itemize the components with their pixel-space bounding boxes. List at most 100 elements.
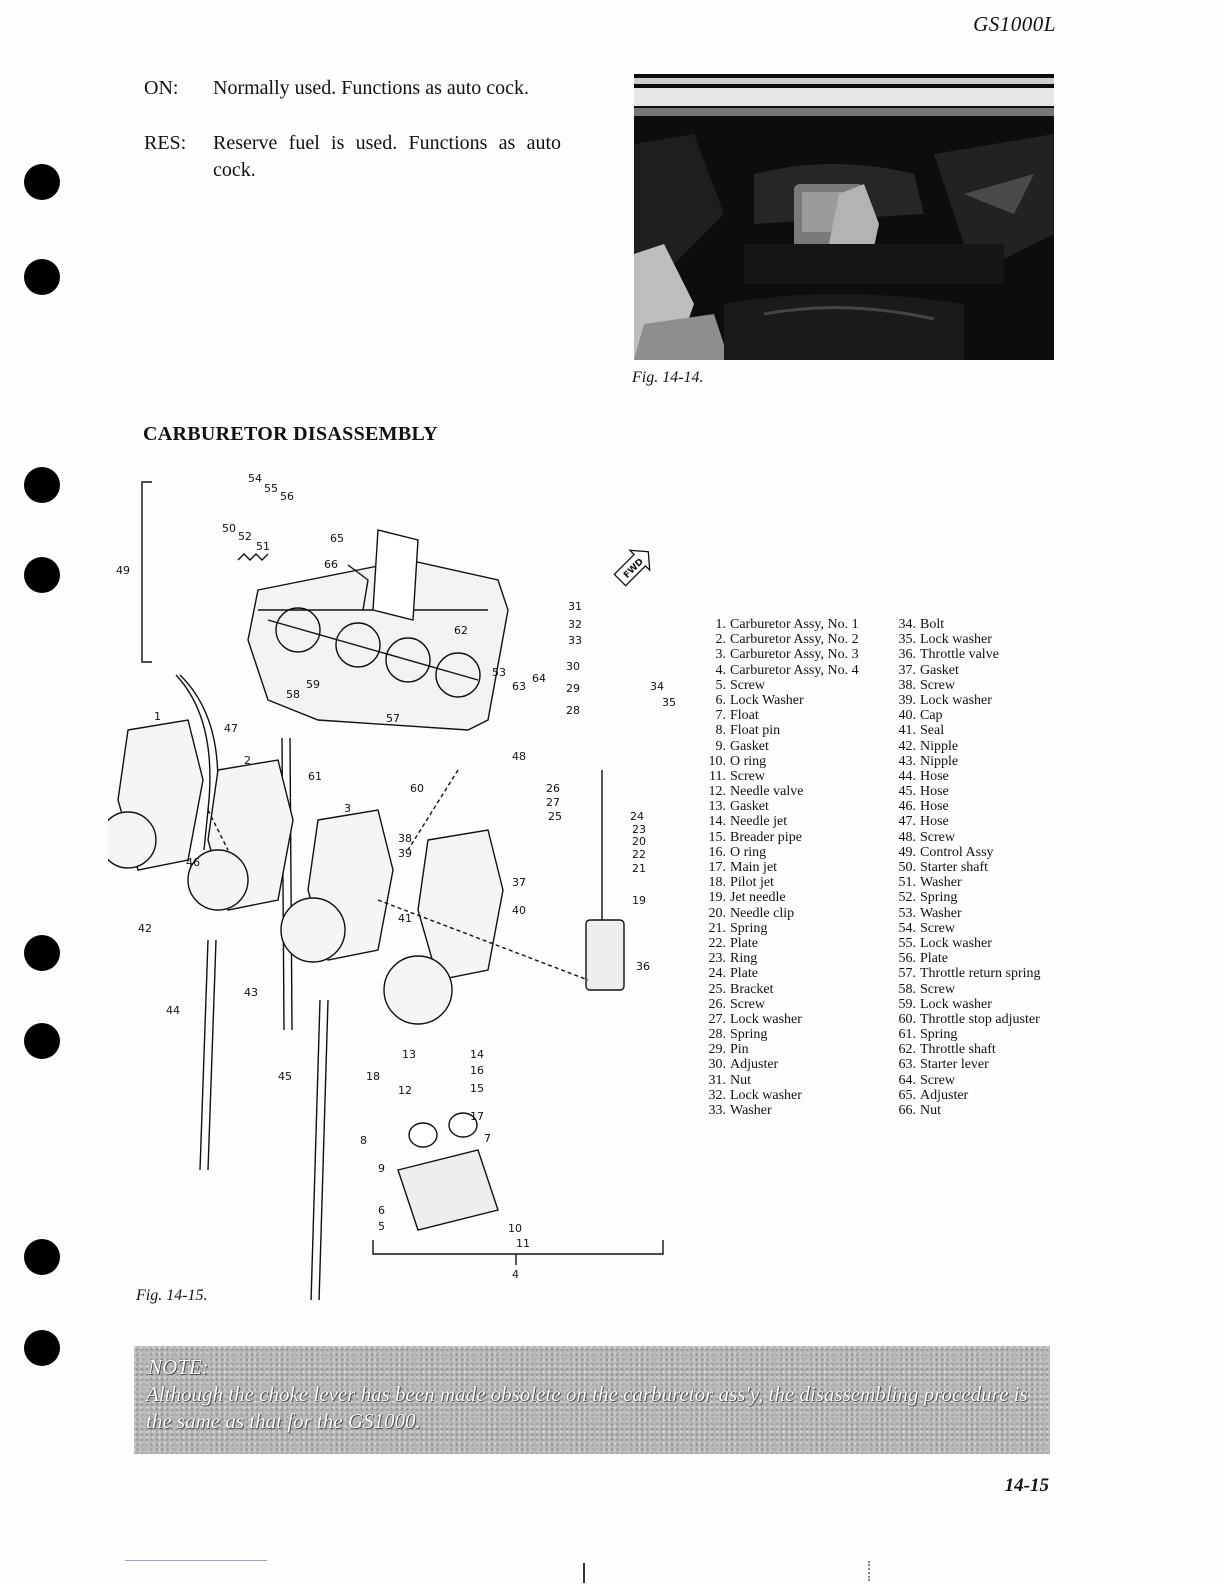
photo-caption: Fig. 14-14. <box>632 369 704 386</box>
part-row: 19.Jet needle <box>692 890 892 905</box>
fuel-position-desc: Normally used. Functions as auto cock. <box>213 77 530 99</box>
callout-label: 38 <box>398 832 412 845</box>
part-name: Main jet <box>730 860 778 875</box>
callout-label: 25 <box>548 810 562 823</box>
part-number: 48. <box>898 829 917 845</box>
part-row: 53.Washer <box>882 906 1102 921</box>
callout-label: 14 <box>470 1048 484 1061</box>
part-name: Nipple <box>920 738 959 754</box>
part-number: 43. <box>898 753 917 769</box>
callout-label: 43 <box>244 986 258 999</box>
part-row: 32.Lock washer <box>692 1088 892 1103</box>
callout-label: 19 <box>632 894 646 907</box>
part-number: 23. <box>708 951 727 967</box>
part-number: 54. <box>898 920 917 936</box>
part-name: Nut <box>920 1103 941 1118</box>
part-name: Washer <box>920 905 962 921</box>
part-name: Ring <box>730 951 758 967</box>
part-row: 2.Carburetor Assy, No. 2 <box>692 632 892 647</box>
part-name: Lock washer <box>920 632 992 648</box>
part-row: 4.Carburetor Assy, No. 4 <box>692 663 892 678</box>
part-row: 65.Adjuster <box>882 1088 1102 1103</box>
part-number: 37. <box>898 662 917 678</box>
callout-label: 1 <box>154 710 161 723</box>
part-row: 45.Hose <box>882 784 1102 799</box>
part-number: 29. <box>708 1042 727 1058</box>
part-row: 39.Lock washer <box>882 693 1102 708</box>
part-number: 38. <box>898 677 917 693</box>
part-number: 40. <box>898 708 917 724</box>
callout-label: 28 <box>566 704 580 717</box>
fuel-position-desc: Reserve fuel is used. Functions as auto … <box>213 132 561 181</box>
punch-hole <box>24 259 60 295</box>
part-row: 59.Lock washer <box>882 997 1102 1012</box>
callout-label: 47 <box>224 722 238 735</box>
callout-label: 40 <box>512 904 526 917</box>
callout-label: 24 <box>630 810 644 823</box>
part-name: Carburetor Assy, No. 4 <box>730 662 859 678</box>
callout-label: 37 <box>512 876 526 889</box>
part-name: Throttle return spring <box>920 966 1041 982</box>
part-name: Hose <box>920 814 949 830</box>
part-row: 49.Control Assy <box>882 845 1102 860</box>
part-row: 47.Hose <box>882 814 1102 829</box>
callout-label: 2 <box>244 754 251 767</box>
callout-label: 50 <box>222 522 236 535</box>
part-row: 18.Pilot jet <box>692 875 892 890</box>
part-row: 3.Carburetor Assy, No. 3 <box>692 647 892 662</box>
part-number: 41. <box>898 723 917 739</box>
part-row: 37.Gasket <box>882 663 1102 678</box>
part-number: 3. <box>715 647 727 663</box>
callout-label: 23 <box>632 823 646 836</box>
part-row: 66.Nut <box>882 1103 1102 1118</box>
callout-label: 8 <box>360 1134 367 1147</box>
part-number: 62. <box>898 1042 917 1058</box>
part-number: 26. <box>708 996 727 1012</box>
part-name: Starter shaft <box>920 860 989 875</box>
part-number: 5. <box>715 677 727 693</box>
part-number: 56. <box>898 951 917 967</box>
part-number: 15. <box>708 829 727 845</box>
callout-label: 27 <box>546 796 560 809</box>
fuel-position-res: RES: Reserve fuel is used. Functions as … <box>144 130 564 184</box>
callout-label: 48 <box>512 750 526 763</box>
callout-label: 52 <box>238 530 252 543</box>
part-number: 60. <box>898 1011 917 1027</box>
part-name: Jet needle <box>730 890 786 906</box>
callout-label: 59 <box>306 678 320 691</box>
callout-label: 61 <box>308 770 322 783</box>
part-number: 21. <box>708 920 727 936</box>
part-row: 48.Screw <box>882 830 1102 845</box>
part-number: 45. <box>898 784 917 800</box>
part-row: 62.Throttle shaft <box>882 1042 1102 1057</box>
part-name: Screw <box>920 1072 955 1088</box>
part-row: 13.Gasket <box>692 799 892 814</box>
part-row: 29.Pin <box>692 1042 892 1057</box>
section-title: CARBURETOR DISASSEMBLY <box>143 423 439 445</box>
part-number: 19. <box>708 890 727 906</box>
part-name: Screw <box>920 981 955 997</box>
part-number: 2. <box>715 632 727 648</box>
part-number: 20. <box>708 905 727 921</box>
part-number: 17. <box>708 860 727 875</box>
callout-label: 57 <box>386 712 400 725</box>
part-number: 31. <box>708 1072 727 1088</box>
callout-label: 34 <box>650 680 664 693</box>
part-row: 25.Bracket <box>692 982 892 997</box>
part-name: Carburetor Assy, No. 2 <box>730 632 859 648</box>
callout-label: 32 <box>568 618 582 631</box>
callout-label: 31 <box>568 600 582 613</box>
fuel-position-key: ON: <box>144 77 179 99</box>
note-body: Although the choke lever has been made o… <box>146 1382 1028 1433</box>
part-name: Screw <box>730 768 765 784</box>
part-name: O ring <box>730 753 767 769</box>
part-name: Adjuster <box>920 1087 969 1103</box>
part-number: 59. <box>898 996 917 1012</box>
part-number: 66. <box>898 1103 917 1118</box>
part-name: Gasket <box>730 738 769 754</box>
callout-label: 49 <box>116 564 130 577</box>
part-row: 7.Float <box>692 708 892 723</box>
part-row: 15.Breader pipe <box>692 830 892 845</box>
part-row: 1.Carburetor Assy, No. 1 <box>692 617 892 632</box>
